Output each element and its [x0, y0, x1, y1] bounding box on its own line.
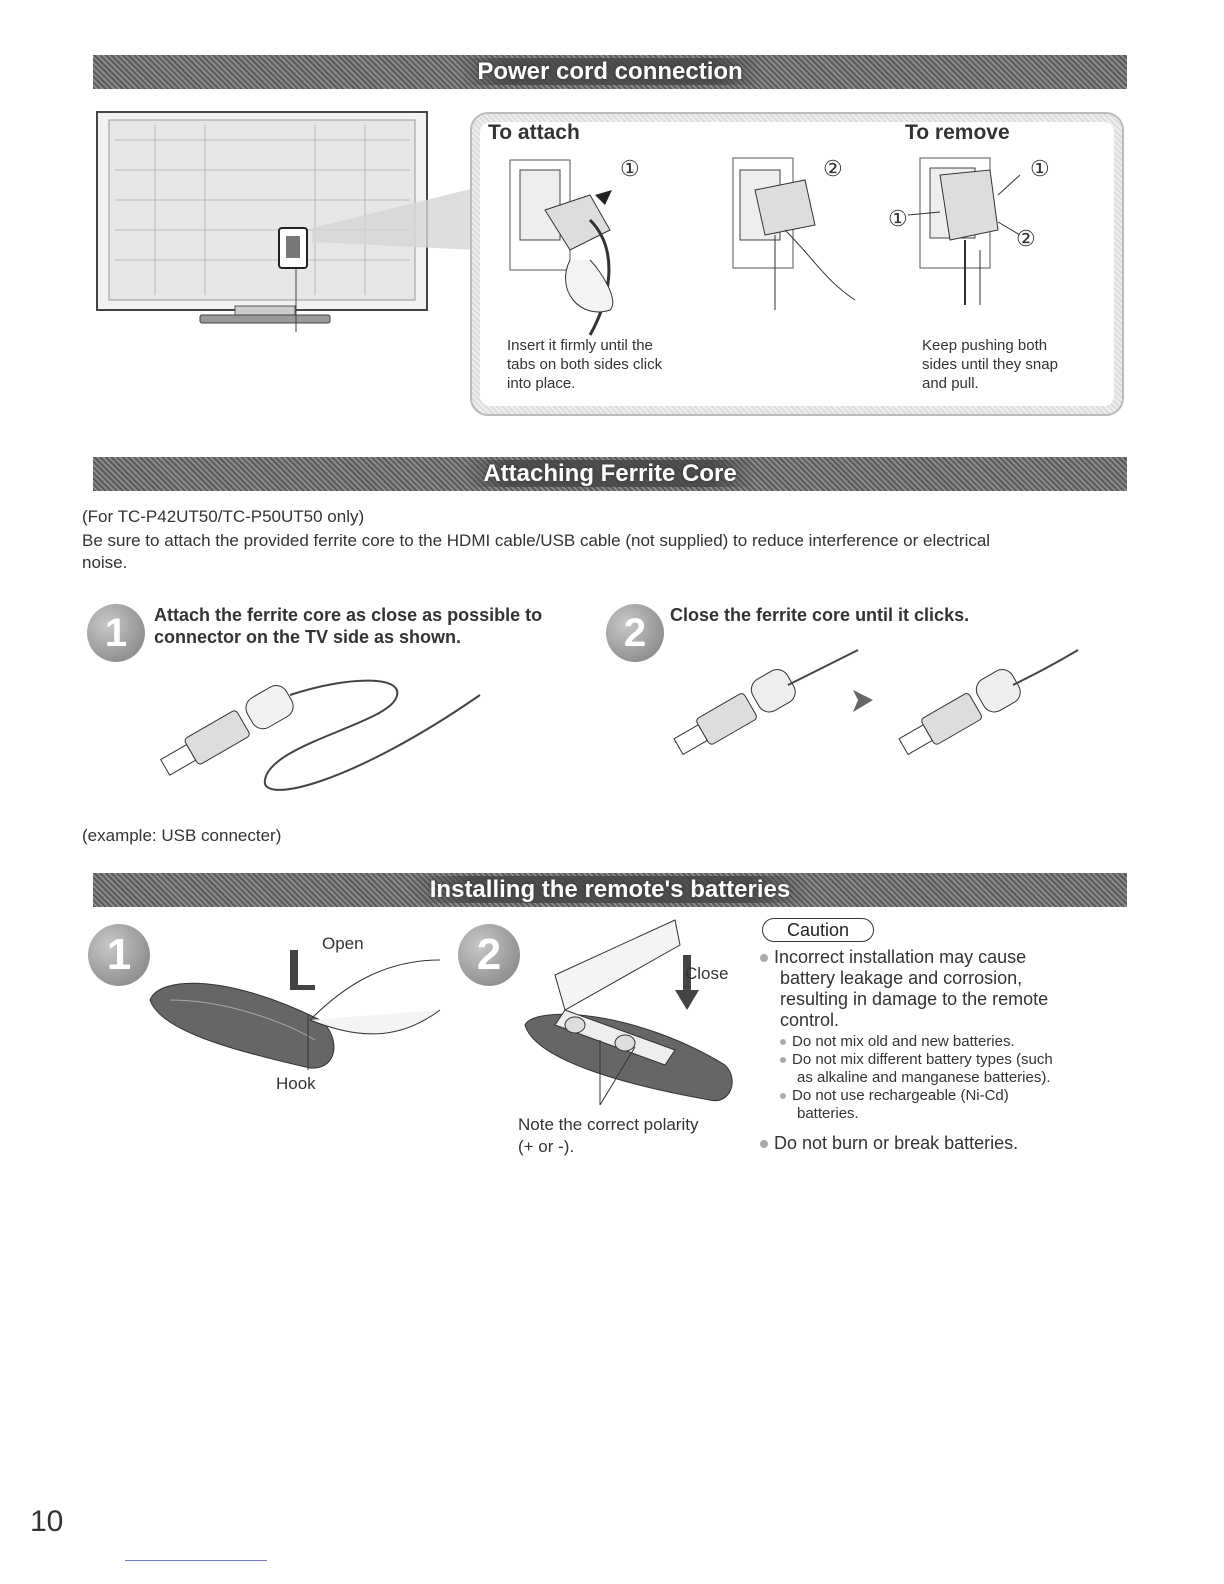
- ferrite-example-note: (example: USB connecter): [82, 826, 282, 845]
- attach-plug-illustration: [509, 159, 614, 336]
- to-attach-title: To attach: [488, 121, 580, 144]
- remove-note: Keep pushing both sides until they snap …: [922, 337, 1058, 392]
- batteries-banner: Installing the remote's batteries: [93, 873, 1127, 907]
- attach-marker-two: ②: [823, 156, 843, 181]
- batteries-banner-text: Installing the remote's batteries: [411, 876, 809, 903]
- battery-step1-number: 1: [88, 924, 150, 986]
- battery-step2-number: 2: [458, 924, 520, 986]
- polarity-note: Note the correct polarity (+ or -).: [518, 1115, 699, 1156]
- attach-marker-one: ①: [620, 156, 640, 181]
- bullet-icon: [760, 954, 768, 963]
- ferrite-step2-text: Close the ferrite core until it clicks.: [670, 605, 970, 625]
- ferrite-step2-illustration: [673, 649, 1079, 756]
- callout-wedge: [312, 188, 475, 250]
- attach-pushed-illustration: [732, 157, 856, 310]
- remove-marker-two: ②: [1016, 226, 1036, 251]
- ferrite-step1-text: Attach the ferrite core as close as poss…: [154, 605, 543, 647]
- to-remove-title: To remove: [905, 121, 1010, 144]
- caution-sub-list: Do not mix old and new batteries. Do not…: [780, 1033, 1053, 1123]
- ferrite-step1-number: 1: [87, 604, 145, 662]
- caution-last: Do not burn or break batteries.: [760, 1132, 1018, 1154]
- ferrite-model-note: (For TC-P42UT50/TC-P50UT50 only): [82, 507, 365, 526]
- open-label: Open: [322, 934, 364, 953]
- power-cord-banner-text: Power cord connection: [459, 58, 761, 85]
- bullet-icon: [760, 1140, 768, 1149]
- bullet-icon: [780, 1057, 786, 1064]
- footer-rule: [125, 1560, 267, 1561]
- ferrite-step1-illustration: [160, 679, 481, 791]
- remove-marker-one-right: ①: [1030, 156, 1050, 181]
- ferrite-step2-number: 2: [606, 604, 664, 662]
- remove-plug-illustration: [907, 157, 1021, 305]
- ferrite-banner-text: Attaching Ferrite Core: [465, 460, 755, 487]
- caution-main: Incorrect installation may cause battery…: [760, 947, 1048, 1031]
- remote-open-illustration: [149, 930, 441, 1070]
- bullet-icon: [780, 1093, 786, 1100]
- caution-label: Caution: [762, 918, 874, 942]
- remote-battery-illustration: [524, 919, 733, 1106]
- ferrite-description: Be sure to attach the provided ferrite c…: [82, 531, 991, 572]
- bullet-icon: [780, 1039, 786, 1046]
- power-cord-banner: Power cord connection: [93, 55, 1127, 89]
- close-label: Close: [685, 964, 729, 983]
- remove-marker-one-left: ①: [888, 206, 908, 231]
- page-number: 10: [30, 1505, 64, 1538]
- hook-label: Hook: [276, 1074, 316, 1093]
- ferrite-banner: Attaching Ferrite Core: [93, 457, 1127, 491]
- attach-note: Insert it firmly until the tabs on both …: [507, 337, 663, 392]
